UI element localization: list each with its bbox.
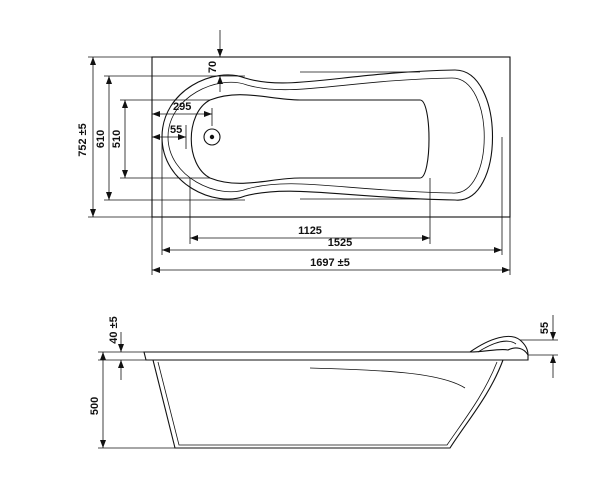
dim-inner-length: 1525 bbox=[161, 137, 503, 255]
plan-basin-inner-contour bbox=[167, 77, 485, 194]
dim-headrest-height: 55 bbox=[520, 315, 558, 378]
dim-drain-inset-label: 55 bbox=[170, 124, 182, 136]
dim-bottom-length: 1125 bbox=[189, 178, 431, 244]
dim-drain-inset: 55 bbox=[152, 124, 187, 149]
dim-headrest-height-label: 55 bbox=[539, 322, 551, 334]
side-headrest bbox=[469, 335, 529, 356]
dim-inner-width: 610 bbox=[95, 75, 245, 201]
plan-view: 752 ±5 610 510 70 bbox=[77, 30, 511, 275]
dim-total-width: 752 ±5 bbox=[77, 56, 152, 218]
side-rim bbox=[143, 347, 529, 361]
dim-bottom-width-label: 510 bbox=[111, 130, 123, 148]
dim-top-offset-label: 70 bbox=[207, 61, 219, 73]
side-headrest-inner bbox=[477, 340, 517, 353]
dim-drain-offset: 295 bbox=[152, 101, 213, 126]
dim-bottom-length-label: 1125 bbox=[298, 225, 322, 237]
dim-depth: 500 bbox=[89, 352, 175, 449]
dim-rim-height-label: 40 ±5 bbox=[108, 316, 120, 343]
plan-basin-outline bbox=[161, 69, 494, 201]
side-view: 40 ±5 500 55 bbox=[89, 315, 558, 449]
dim-total-length: 1697 ±5 bbox=[151, 217, 511, 275]
dim-depth-label: 500 bbox=[89, 397, 101, 415]
side-sheen-line bbox=[309, 367, 466, 389]
dim-top-offset: 70 bbox=[207, 30, 223, 92]
dim-inner-width-label: 610 bbox=[95, 130, 107, 148]
drain-icon bbox=[203, 128, 221, 146]
side-basin-body bbox=[152, 359, 504, 449]
dim-drain-offset-label: 295 bbox=[173, 101, 191, 113]
dim-rim-height: 40 ±5 bbox=[98, 316, 146, 380]
dim-bottom-width: 510 bbox=[111, 99, 210, 179]
dim-total-length-label: 1697 ±5 bbox=[310, 257, 350, 269]
dim-total-width-label: 752 ±5 bbox=[77, 123, 89, 157]
plan-floor-outline bbox=[190, 94, 430, 184]
drain-center bbox=[209, 134, 215, 140]
side-basin-inner bbox=[157, 361, 498, 446]
dim-inner-length-label: 1525 bbox=[328, 237, 352, 249]
